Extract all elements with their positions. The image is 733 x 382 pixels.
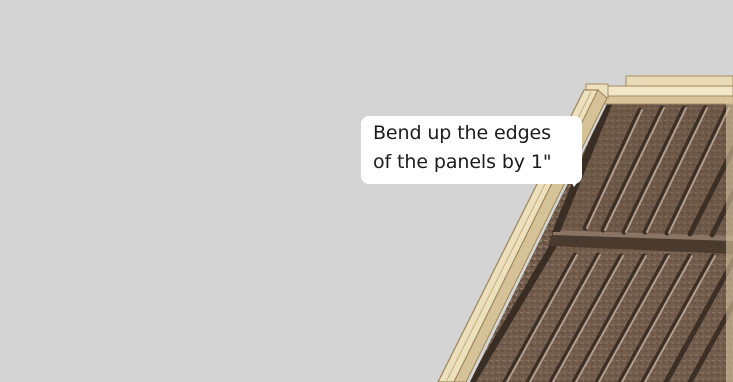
callout-line-1: Bend up the edges [373,119,582,148]
callout-line-2: of the panels by 1" [373,148,582,177]
frame-right-rail [726,98,733,382]
instruction-callout: Bend up the edges of the panels by 1" [361,116,582,184]
